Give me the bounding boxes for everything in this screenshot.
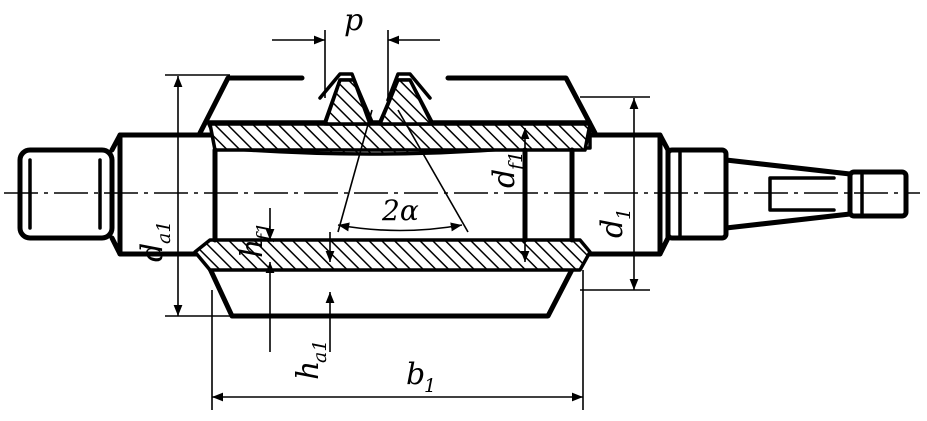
- root-diameter-label: d: [487, 169, 522, 188]
- extension-lines: [165, 30, 650, 410]
- pitch-label: p: [344, 3, 363, 38]
- face-width-label: b: [406, 357, 425, 392]
- section-top-band: [208, 122, 592, 152]
- tooth-left: [323, 78, 372, 126]
- addendum-subscript: a1: [309, 340, 331, 363]
- right-shaft-taper: [665, 147, 909, 241]
- root-diameter-subscript: f1: [505, 151, 527, 172]
- tip-diameter-label: d: [135, 243, 170, 262]
- reference-diameter-subscript: 1: [613, 208, 635, 220]
- hob-teeth-bottom: [202, 255, 581, 319]
- addendum-label: h: [291, 361, 326, 380]
- tip-diameter-subscript: a1: [153, 221, 175, 244]
- left-shaft-end: [17, 147, 115, 241]
- dedendum-label: h: [235, 239, 270, 258]
- tooth-right: [378, 78, 434, 126]
- thread-angle-lines: [337, 109, 469, 233]
- face-width-subscript: 1: [424, 375, 436, 397]
- dedendum-subscript: f1: [253, 222, 275, 243]
- reference-diameter-label: d: [595, 219, 630, 238]
- section-bottom-hatched: [193, 238, 592, 272]
- thread-angle-label: 2α: [381, 194, 419, 227]
